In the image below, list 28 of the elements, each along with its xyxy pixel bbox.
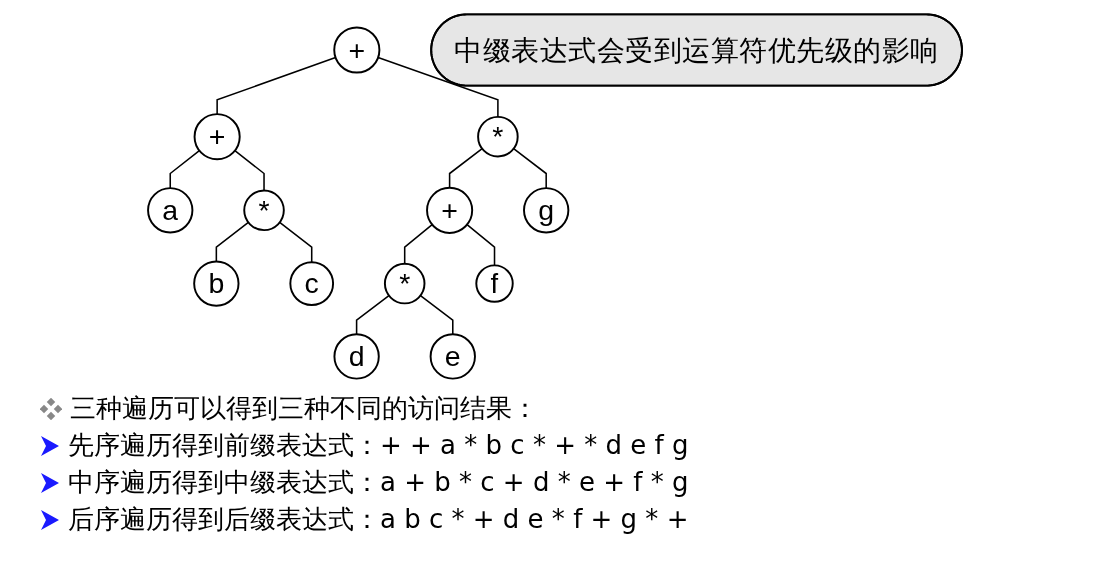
node-circle: e bbox=[429, 333, 476, 380]
bullet-text: 后序遍历得到后缀表达式：a b c * + d e * f + g * + bbox=[68, 503, 689, 536]
node-circle: * bbox=[243, 189, 285, 232]
connector bbox=[215, 221, 250, 263]
connector bbox=[169, 149, 201, 189]
connector bbox=[278, 221, 313, 263]
node-circle: b bbox=[193, 260, 240, 307]
node-circle: + bbox=[426, 186, 474, 234]
connector bbox=[355, 294, 390, 336]
connector bbox=[512, 147, 547, 189]
node-circle: * bbox=[477, 115, 519, 158]
connector bbox=[403, 223, 433, 265]
node-circle: + bbox=[333, 26, 381, 74]
connector bbox=[377, 56, 499, 118]
connector bbox=[234, 149, 265, 192]
node-circle: * bbox=[383, 262, 426, 305]
node-circle: f bbox=[475, 264, 514, 303]
node-circle: c bbox=[289, 261, 335, 306]
node-circle: g bbox=[523, 187, 570, 234]
connector bbox=[466, 223, 496, 267]
bullet-text: 中序遍历得到中缀表达式：a + b * c + d * e + f * g bbox=[68, 466, 689, 499]
connector bbox=[419, 294, 454, 336]
node-circle: a bbox=[147, 187, 194, 234]
node-circle: + bbox=[193, 113, 241, 161]
bullet-text: 先序遍历得到前缀表达式：+ + a * b c * + * d e f g bbox=[68, 429, 689, 462]
heading-text: 三种遍历可以得到三种不同的访问结果： bbox=[70, 392, 538, 425]
connector bbox=[448, 147, 483, 189]
node-circle: d bbox=[333, 333, 380, 380]
